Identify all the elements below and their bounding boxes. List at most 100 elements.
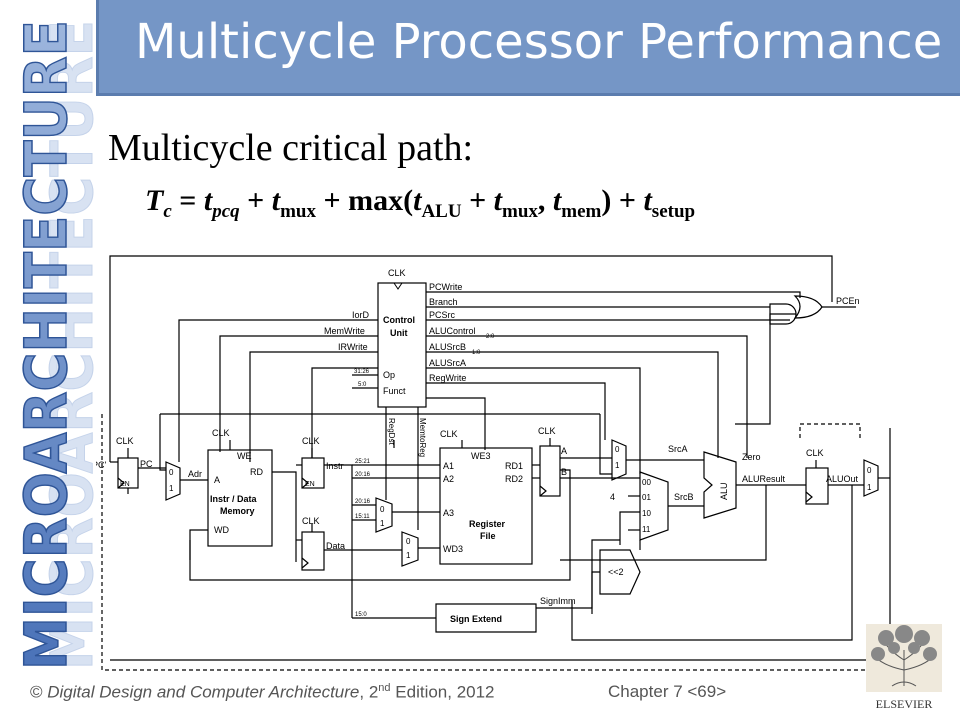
regdst-mux-1: 1 — [380, 519, 385, 528]
instr-en-label: EN — [305, 481, 315, 488]
pcen-label: PCEn — [836, 296, 860, 306]
memory-title: Instr / Data — [210, 494, 258, 504]
rf-a1-label: A1 — [443, 461, 454, 471]
register-file-title2: File — [480, 531, 496, 541]
pc-en-label: EN — [120, 481, 130, 488]
pc-mux-0: 0 — [169, 468, 174, 477]
formula-mux1: mux — [280, 201, 317, 222]
mem-clk-label: CLK — [212, 428, 230, 438]
aluresult-label: ALUResult — [742, 474, 786, 484]
formula-plus3: + — [461, 184, 494, 217]
footer-chapter: Chapter 7 <69> — [608, 682, 727, 701]
mem-wd-label: WD — [214, 525, 229, 535]
funct-label: Funct — [383, 386, 406, 396]
bits-3126: 31:26 — [354, 369, 370, 375]
rf-we3-label: WE3 — [471, 451, 491, 461]
clk-label: CLK — [388, 268, 406, 278]
rf-wd3-label: WD3 — [443, 544, 463, 554]
srcb-mux-01: 01 — [642, 493, 651, 502]
mem-a-label: A — [214, 475, 220, 485]
op-label: Op — [383, 370, 395, 380]
bits-1511: 15:11 — [355, 514, 370, 520]
side-title: MICROARCHITECTURE MICROARCHITECTURE — [11, 19, 100, 671]
regdst-mux-0: 0 — [380, 505, 385, 514]
pc-mux-1: 1 — [169, 484, 174, 493]
formula-close: ) + — [601, 184, 644, 217]
elsevier-logo: ELSEVIER — [866, 624, 942, 711]
slide-title: Multicycle Processor Performance — [135, 14, 943, 70]
sign-extend-label: Sign Extend — [450, 614, 502, 624]
srcb-label: SrcB — [674, 492, 694, 502]
memtoreg-mux-0: 0 — [406, 537, 411, 546]
multicycle-datapath-schematic: CLK Control Unit Op Funct PCWrite Branch… — [96, 255, 894, 671]
side-title-reflection: MICROARCHITECTURE — [38, 20, 100, 670]
formula-t6: t — [643, 184, 652, 217]
four-label: 4 — [610, 492, 615, 502]
alu-label: ALU — [719, 482, 729, 500]
footer-book: Digital Design and Computer Architecture — [47, 682, 360, 702]
reg-b-label: B — [561, 467, 567, 477]
iord-label: IorD — [352, 310, 370, 320]
formula-eq: = — [171, 184, 204, 217]
slide-subtitle: Multicycle critical path: — [108, 127, 474, 169]
memory-title2: Memory — [220, 506, 255, 516]
formula-mem: mem — [561, 201, 602, 222]
pcsrc-mux-1: 1 — [867, 483, 872, 492]
ab-clk-label: CLK — [538, 426, 556, 436]
formula-t: T — [145, 184, 164, 217]
regwrite-label: RegWrite — [429, 373, 466, 383]
control-unit-label: Control — [383, 315, 415, 325]
formula-c: c — [163, 201, 172, 222]
formula-t4: t — [493, 184, 503, 217]
bits-2016: 20:16 — [355, 472, 371, 478]
rf-rd1-label: RD1 — [505, 461, 523, 471]
title-bar: Multicycle Processor Performance — [96, 0, 960, 96]
footer-comma: , 2 — [359, 682, 379, 702]
shift-left-label: <<2 — [608, 567, 624, 577]
rf-rd2-label: RD2 — [505, 474, 523, 484]
srca-label: SrcA — [668, 444, 688, 454]
srcb-mux-11: 11 — [642, 525, 651, 534]
adr-label: Adr — [188, 469, 202, 479]
instr-clk-label: CLK — [302, 436, 320, 446]
aluout-label: ALUOut — [826, 474, 859, 484]
formula-t3: t — [413, 184, 422, 217]
formula-t5: t — [552, 184, 562, 217]
aluout-clk-label: CLK — [806, 448, 824, 458]
pcwrite-label: PCWrite — [429, 282, 462, 292]
srcb-mux-00: 00 — [642, 478, 651, 487]
formula-t1: t — [203, 184, 213, 217]
irwrite-label: IRWrite — [338, 342, 368, 352]
footer-citation: © Digital Design and Computer Architectu… — [30, 682, 495, 703]
formula-mux2: mux — [502, 201, 538, 222]
formula-setup: setup — [651, 201, 696, 222]
memtoreg-label: MemtoReg — [418, 418, 427, 457]
zero-label: Zero — [742, 452, 761, 462]
formula-alu: ALU — [421, 201, 462, 222]
side-title-text: MICROARCHITECTURE — [12, 20, 80, 670]
footer-copyright: © — [30, 682, 48, 702]
formula-plus1: + — [239, 184, 272, 217]
formula-t2: t — [271, 184, 281, 217]
alusrcb-label: ALUSrcB — [429, 342, 466, 352]
mem-we-label: WE — [237, 451, 252, 461]
srca-mux-1: 1 — [615, 461, 620, 470]
pc-clk-label: CLK — [116, 436, 134, 446]
bits-2016b: 20:16 — [355, 499, 371, 505]
srca-mux-0: 0 — [615, 445, 620, 454]
footer-edition: Edition, 2012 — [390, 682, 495, 702]
srcb-mux-10: 10 — [642, 509, 651, 518]
pc-label: PC — [140, 459, 153, 469]
register-file-title: Register — [469, 519, 506, 529]
signimm-label: SignImm — [540, 596, 576, 606]
alusrcb-sub: 1:0 — [472, 350, 481, 356]
bits-2521: 25:21 — [355, 459, 371, 465]
memwrite-label: MemWrite — [324, 326, 365, 336]
critical-path-formula: Tc = tpcq + tmux + max(tALU + tmux, tmem… — [145, 184, 695, 223]
data-label: Data — [326, 541, 345, 551]
alucontrol-sub: 2:0 — [486, 334, 495, 340]
bits-50: 5:0 — [358, 382, 367, 388]
rf-clk-label: CLK — [440, 429, 458, 439]
bits-150: 15:0 — [355, 612, 367, 618]
reg-a-label: A — [561, 446, 567, 456]
